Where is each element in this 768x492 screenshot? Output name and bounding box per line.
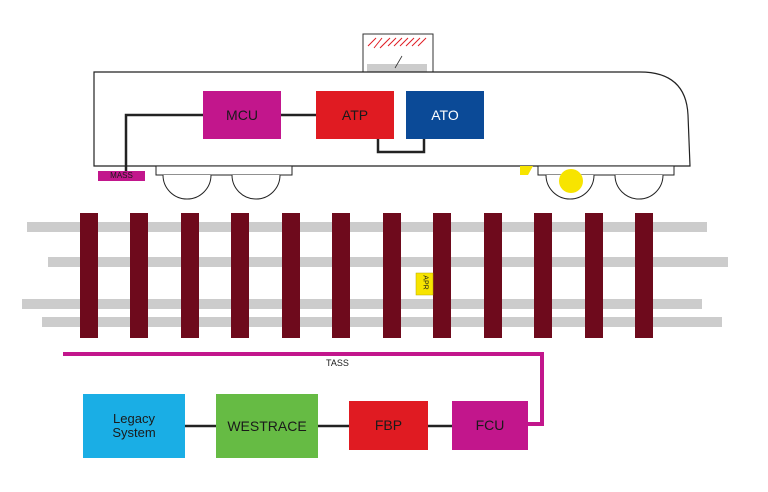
legacy-system-box: Legacy System [83,394,185,458]
sleeper [433,213,451,338]
wheel-sensor [559,169,583,193]
tass-label: TASS [326,358,349,368]
wheel [231,174,281,200]
fbp-label: FBP [374,417,403,434]
westrace-box: WESTRACE [216,394,318,458]
mass-label: MASS [110,170,133,180]
rail [22,299,702,309]
rail [27,222,707,232]
legacy-system-label: Legacy System [112,411,156,440]
sleeper [534,213,552,338]
wheel [614,174,664,200]
fcu-box: FCU [452,401,528,450]
sleeper [231,213,249,338]
sleeper [383,213,401,338]
sleeper [332,213,350,338]
bogie-front [155,165,293,176]
sleeper [585,213,603,338]
apr-label: APR [421,275,429,290]
bogie-rear [537,165,675,176]
mass-box: MASS [98,171,145,181]
sleeper [181,213,199,338]
mcu-label: MCU [226,106,258,123]
antenna-sensor [520,166,533,175]
wheel [162,174,212,200]
westrace-label: WESTRACE [227,417,307,434]
fcu-label: FCU [475,417,505,434]
sleeper [80,213,98,338]
ato-label: ATO [431,106,459,123]
apr-balise [415,272,434,296]
sleeper [484,213,502,338]
rail [42,317,722,327]
sleeper [635,213,653,338]
fbp-box: FBP [349,401,428,450]
mcu-mass-wire [124,113,203,174]
tass-line [63,352,544,426]
atp-ato-wire [376,139,426,154]
sleeper [130,213,148,338]
atp-box: ATP [316,91,394,139]
sleepers [80,213,653,338]
mcu-box: MCU [203,91,281,139]
rails [22,222,728,327]
ato-box: ATO [406,91,484,139]
atp-label: ATP [341,106,369,123]
sleeper [282,213,300,338]
